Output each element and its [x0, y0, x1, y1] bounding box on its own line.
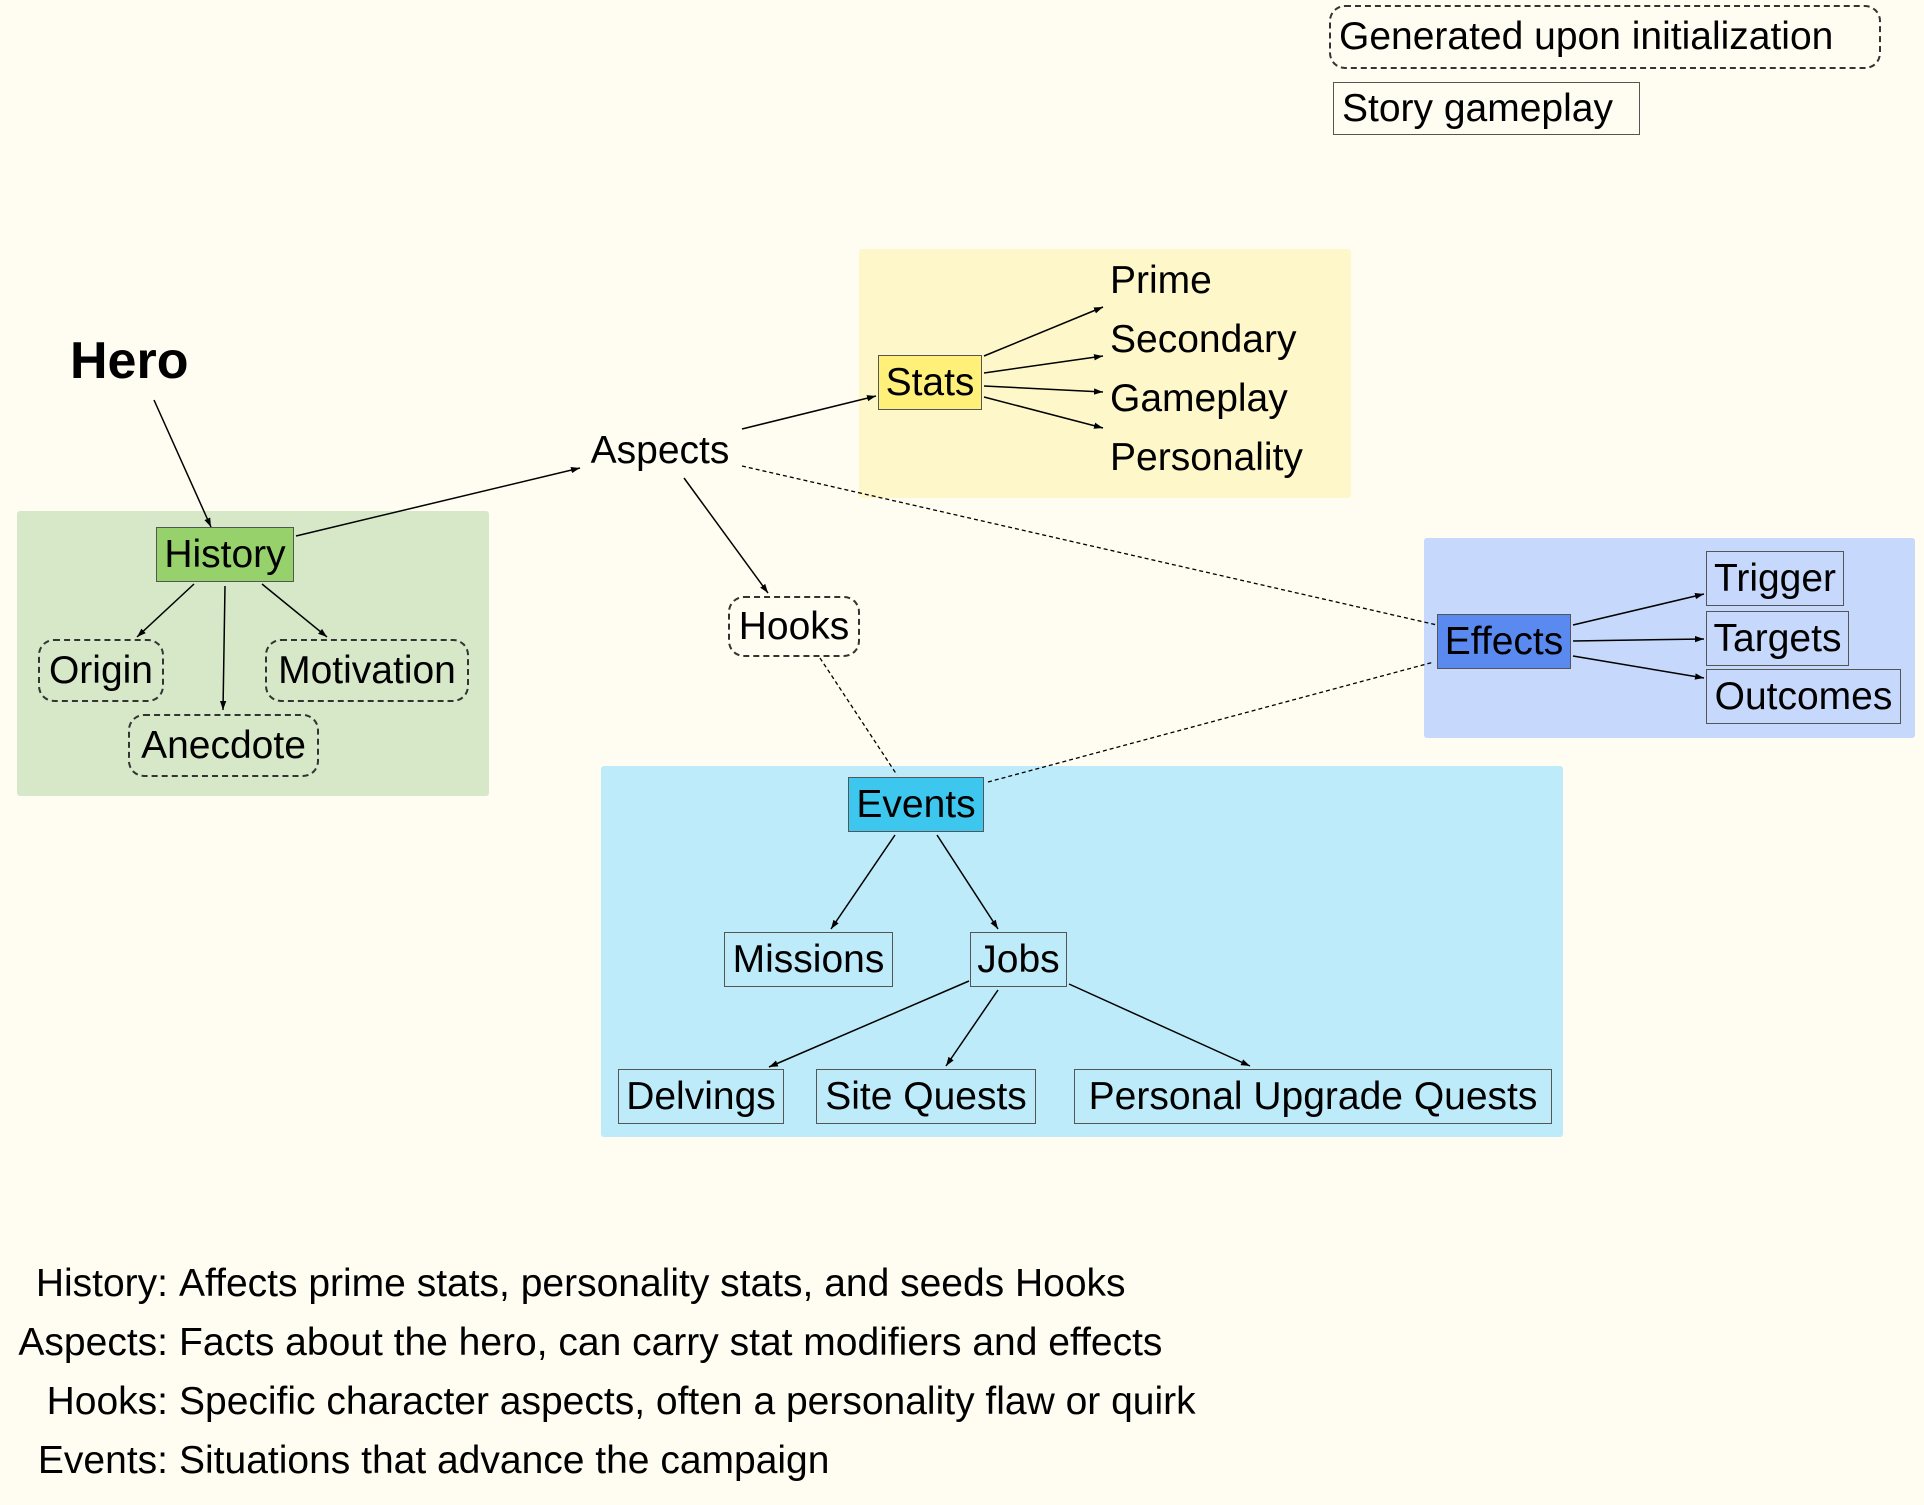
effects-trigger: Trigger: [1706, 551, 1844, 606]
effects-targets: Targets: [1706, 611, 1849, 666]
definition-term: Events:: [37, 1439, 168, 1482]
legend-generated-key: Generated upon initialization: [1329, 5, 1881, 69]
jobs-node: Jobs: [970, 932, 1067, 987]
site-quests-node: Site Quests: [816, 1069, 1036, 1124]
anecdote-node: Anecdote: [128, 714, 319, 777]
edge-aspects-stats: [741, 395, 877, 430]
definition-text: Affects prime stats, personality stats, …: [179, 1262, 1126, 1305]
link-hooks-events: [819, 657, 898, 776]
history-node: History: [156, 527, 294, 582]
edge-aspects-hooks: [683, 477, 769, 594]
legend-story-key: Story gameplay: [1333, 82, 1640, 135]
definition-text: Facts about the hero, can carry stat mod…: [179, 1321, 1163, 1364]
link-events-effects: [987, 661, 1435, 783]
personal-upgrade-quests-node: Personal Upgrade Quests: [1074, 1069, 1552, 1124]
definition-term: History:: [35, 1262, 168, 1305]
edge-hero-history: [153, 399, 212, 528]
definition-text: Situations that advance the campaign: [179, 1439, 830, 1482]
missions-node: Missions: [724, 932, 893, 987]
stats-secondary: Secondary: [1110, 317, 1297, 361]
hooks-node: Hooks: [728, 596, 860, 657]
delvings-node: Delvings: [618, 1069, 784, 1124]
legend-generated-label: Generated upon initialization: [1339, 15, 1834, 58]
effects-outcomes: Outcomes: [1706, 669, 1901, 724]
events-node: Events: [848, 777, 984, 832]
stats-personality: Personality: [1110, 435, 1303, 479]
effects-node: Effects: [1437, 614, 1571, 669]
stats-prime: Prime: [1110, 258, 1212, 302]
hero-label: Hero: [70, 332, 189, 390]
definition-term: Hooks:: [46, 1380, 168, 1423]
aspects-label: Aspects: [590, 428, 730, 472]
legend-story-label: Story gameplay: [1342, 86, 1613, 130]
definition-term: Aspects:: [18, 1321, 168, 1364]
motivation-node: Motivation: [265, 639, 469, 702]
stats-node: Stats: [878, 355, 982, 410]
origin-node: Origin: [38, 639, 164, 702]
events-region: [601, 766, 1563, 1137]
definition-text: Specific character aspects, often a pers…: [179, 1380, 1196, 1423]
stats-gameplay: Gameplay: [1110, 376, 1288, 420]
